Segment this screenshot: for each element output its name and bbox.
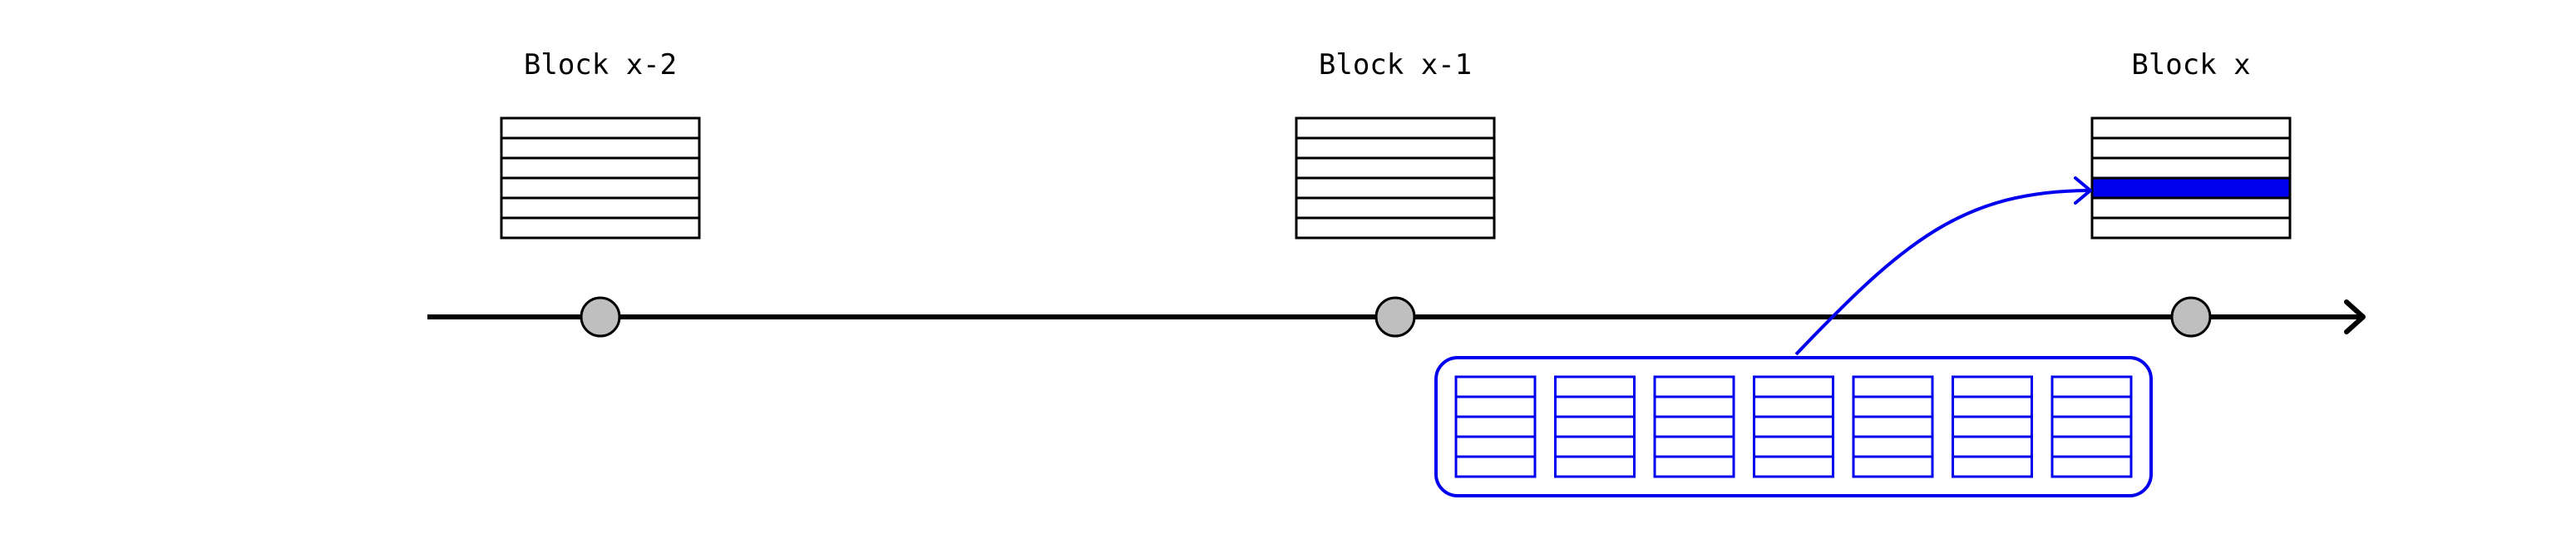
timeline-node-block-x-2 — [580, 296, 621, 338]
mempool-transaction — [1554, 375, 1636, 478]
mempool-transaction-row — [1653, 455, 1735, 478]
mempool-transaction-row — [1852, 395, 1934, 418]
mempool-transaction-row — [1852, 435, 1934, 458]
block-row — [500, 156, 701, 180]
mempool-transaction-row — [1554, 455, 1636, 478]
mempool-transaction-row — [1653, 415, 1735, 438]
mempool-transaction — [1952, 375, 2033, 478]
mempool-transaction — [1653, 375, 1735, 478]
mempool-transaction-row — [1852, 375, 1934, 398]
block-row-highlighted — [2090, 176, 2292, 200]
block-row — [2090, 216, 2292, 240]
mempool-transaction-row — [2050, 375, 2133, 398]
mempool-transaction-row — [1952, 395, 2033, 418]
block-x-2 — [500, 116, 701, 240]
inclusion-arrow — [1794, 189, 2090, 356]
block-row — [1295, 216, 1496, 240]
block-row — [1295, 196, 1496, 220]
mempool-transaction-row — [1554, 375, 1636, 398]
mempool-transaction-row — [1753, 395, 1834, 418]
mempool-transaction-row — [1454, 415, 1537, 438]
timeline-arrowhead — [2344, 299, 2366, 334]
mempool-transaction-row — [2050, 435, 2133, 458]
mempool-transaction-row — [1653, 375, 1735, 398]
block-x-1 — [1295, 116, 1496, 240]
mempool-transaction-row — [1852, 455, 1934, 478]
block-row — [1295, 156, 1496, 180]
mempool-transaction-row — [2050, 395, 2133, 418]
mempool-transaction — [2050, 375, 2133, 478]
block-label-x-2: Block x-2 — [524, 48, 677, 82]
mempool-transaction-row — [1653, 435, 1735, 458]
block-row — [2090, 136, 2292, 160]
block-x — [2090, 116, 2292, 240]
mempool-transaction-row — [1952, 375, 2033, 398]
block-row — [1295, 116, 1496, 140]
block-row — [1295, 136, 1496, 160]
mempool-transaction-row — [2050, 455, 2133, 478]
mempool-transaction-row — [1554, 395, 1636, 418]
mempool-transaction — [1454, 375, 1537, 478]
block-row — [500, 176, 701, 200]
block-row — [500, 116, 701, 140]
mempool-transaction-row — [1952, 455, 2033, 478]
mempool-transaction-row — [1554, 435, 1636, 458]
mempool-frame — [1434, 356, 2153, 497]
mempool-transaction-row — [1653, 395, 1735, 418]
mempool-transaction-row — [1952, 415, 2033, 438]
block-row — [1295, 176, 1496, 200]
block-row — [500, 216, 701, 240]
block-row — [500, 196, 701, 220]
mempool-transaction — [1753, 375, 1834, 478]
timeline-node-block-x — [2170, 296, 2212, 338]
block-row — [2090, 116, 2292, 140]
mempool-transaction-row — [1454, 395, 1537, 418]
mempool — [1434, 356, 2153, 497]
mempool-transaction-row — [1454, 375, 1537, 398]
mempool-transaction-row — [1454, 435, 1537, 458]
mempool-transaction-row — [1952, 435, 2033, 458]
mempool-transaction-row — [1454, 455, 1537, 478]
timeline — [427, 296, 2366, 338]
mempool-transaction-row — [1753, 455, 1834, 478]
inclusion-arrowhead — [2074, 176, 2092, 205]
mempool-transaction-row — [1554, 415, 1636, 438]
mempool-transaction — [1852, 375, 1934, 478]
mempool-transaction-row — [1753, 375, 1834, 398]
block-label-x-1: Block x-1 — [1319, 48, 1472, 82]
mempool-transaction-row — [1753, 415, 1834, 438]
block-row — [2090, 196, 2292, 220]
mempool-transaction-row — [1852, 415, 1934, 438]
block-label-x: Block x — [2131, 48, 2250, 82]
block-row — [500, 136, 701, 160]
timeline-node-block-x-1 — [1374, 296, 1416, 338]
mempool-transaction-row — [1753, 435, 1834, 458]
mempool-transaction-row — [2050, 415, 2133, 438]
block-row — [2090, 156, 2292, 180]
